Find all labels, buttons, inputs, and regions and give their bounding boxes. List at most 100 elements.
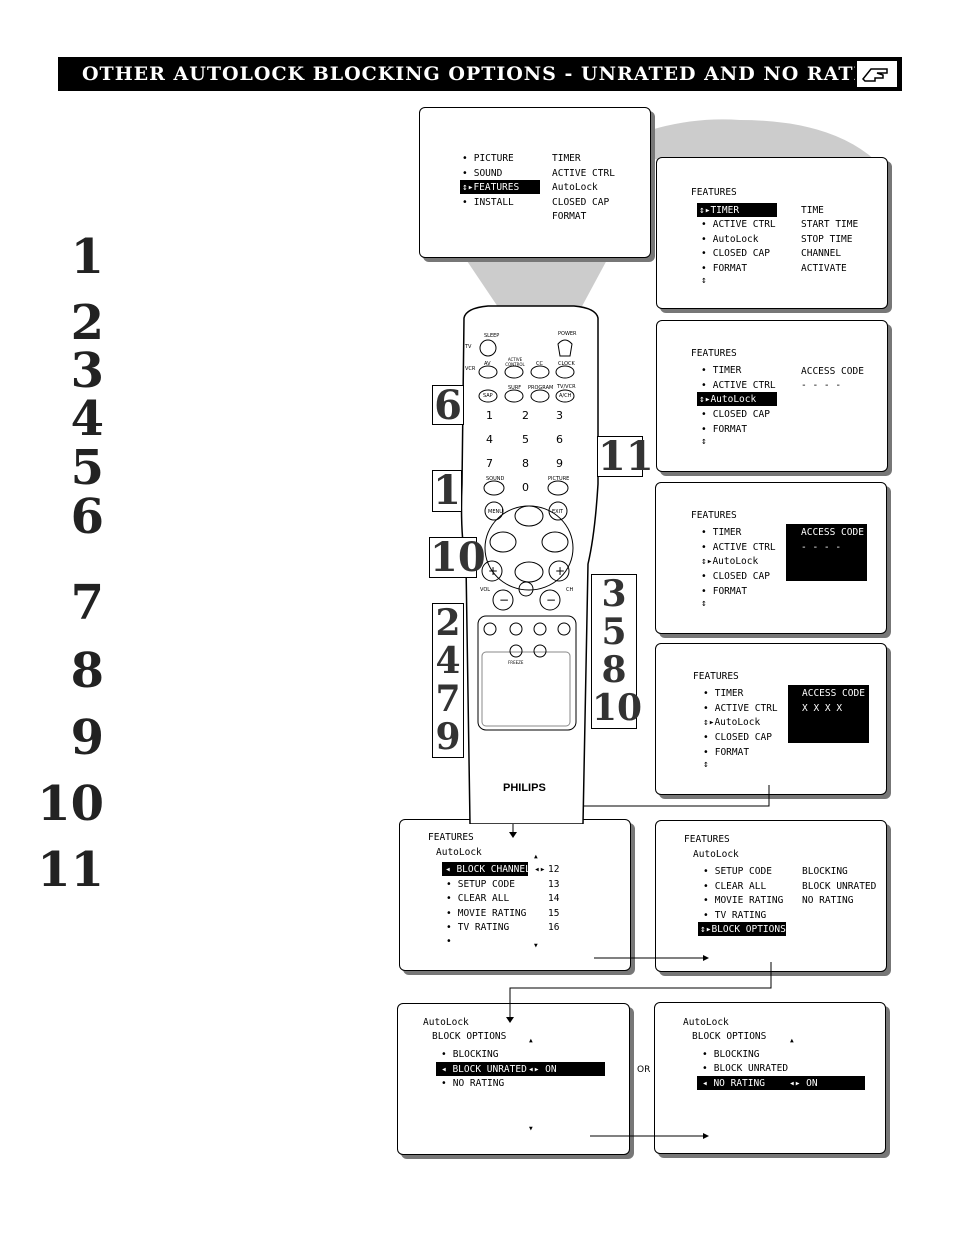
svg-text:+: + [555, 564, 565, 578]
digit-4-button[interactable]: 4 [486, 433, 493, 446]
channel-number: 15 [548, 908, 560, 919]
callout-step: 9 [435, 716, 461, 758]
screen-subtitle: AutoLock [693, 849, 739, 860]
up-arrow-icon: ▴ [789, 1035, 795, 1046]
digit-1-button[interactable]: 1 [486, 409, 493, 422]
option-value: ◂▸ ON [528, 1064, 557, 1075]
menu-item: ACTIVE CTRL [701, 543, 776, 553]
digit-6-button[interactable]: 6 [556, 433, 563, 446]
power-label: POWER [558, 331, 577, 337]
step-number: 3 [70, 343, 104, 399]
callout-step: 7 [435, 678, 461, 720]
tv-screen-features-timer: FEATURES ↕▸TIMER ACTIVE CTRL AutoLock CL… [656, 157, 888, 309]
callout-step: 10 [592, 687, 643, 729]
selection-highlight [460, 180, 540, 194]
menu-item: TIMER [703, 689, 744, 699]
menu-item-selected: ↕▸TIMER [699, 205, 740, 216]
digit-8-button[interactable]: 8 [522, 457, 529, 470]
surf-label: SURF [508, 385, 522, 391]
digit-2-button[interactable]: 2 [522, 409, 529, 422]
screen-title: FEATURES [691, 510, 737, 521]
step-number: 1 [70, 229, 104, 285]
submenu-item: STOP TIME [801, 234, 853, 245]
submenu-item: BLOCKING [802, 866, 848, 877]
picture-label: PICTURE [548, 476, 570, 482]
svg-text:+: + [488, 564, 498, 578]
menu-item: CLEAR ALL [446, 894, 509, 904]
vcr-label: VCR [465, 366, 476, 372]
page-header: OTHER AUTOLOCK BLOCKING OPTIONS - UNRATE… [58, 57, 902, 91]
menu-item-selected: ◂ BLOCK CHANNEL [445, 864, 531, 875]
menu-item-selected: ↕▸AutoLock [703, 717, 761, 728]
step-number: 7 [70, 575, 104, 631]
menu-item: MOVIE RATING [703, 896, 784, 906]
arch-label: A/CH [559, 393, 572, 399]
submenu-item: CHANNEL [801, 248, 842, 259]
step-number: 9 [70, 710, 104, 766]
submenu-item: START TIME [801, 219, 859, 230]
exit-button[interactable]: EXIT [552, 509, 564, 515]
or-label: OR [637, 1065, 651, 1075]
selection-highlight [436, 1062, 605, 1076]
channel-number: 12 [548, 864, 560, 875]
digit-9-button[interactable]: 9 [556, 457, 563, 470]
access-code-value: - - - - [801, 542, 842, 553]
callout-step-group: 2 4 7 9 [432, 603, 464, 758]
up-arrow-icon: ▴ [528, 1035, 534, 1046]
up-arrow-icon: ▴ [533, 851, 539, 862]
selection-highlight [697, 392, 777, 406]
digit-3-button[interactable]: 3 [556, 409, 563, 422]
vol-label: VOL [480, 587, 491, 593]
callout-step: 5 [601, 611, 627, 653]
brand-logo: PHILIPS [503, 782, 546, 794]
callout-step: 3 [601, 573, 627, 615]
callout-step: 11 [597, 433, 654, 480]
menu-item: CLOSED CAP [701, 572, 770, 582]
screen-title: FEATURES [691, 348, 737, 359]
tv-screen-block-unrated: AutoLock BLOCK OPTIONS ▴ BLOCKING ◂ BLOC… [397, 1003, 630, 1155]
menu-item: SETUP CODE [446, 880, 515, 890]
access-code-value: - - - - [801, 380, 842, 391]
callout-step: 6 [432, 385, 464, 426]
menu-item: BLOCKING [702, 1050, 760, 1060]
channel-number: 13 [548, 879, 560, 890]
tv-screen-no-rating: AutoLock BLOCK OPTIONS ▴ BLOCKING BLOCK … [654, 1002, 886, 1154]
step-number: 6 [70, 489, 104, 545]
submenu-item: ACTIVE CTRL [552, 168, 615, 179]
menu-button[interactable]: MENU [488, 509, 503, 515]
submenu-item: ACTIVATE [801, 263, 847, 274]
menu-item: SOUND [462, 169, 503, 179]
submenu-item: BLOCK UNRATED [802, 881, 877, 892]
digit-7-button[interactable]: 7 [486, 457, 493, 470]
access-code-box [786, 524, 867, 581]
callout-step-group: 3 5 8 10 [591, 573, 643, 729]
down-arrow-icon: ▾ [533, 940, 539, 951]
screen-subtitle: BLOCK OPTIONS [432, 1031, 507, 1042]
submenu-item: TIMER [552, 153, 581, 164]
page-title: OTHER AUTOLOCK BLOCKING OPTIONS - UNRATE… [82, 63, 899, 85]
menu-item: CLOSED CAP [701, 249, 770, 259]
tv-screen-features-autolock: FEATURES TIMER ACTIVE CTRL ↕▸AutoLock CL… [656, 320, 888, 472]
left-right-arrows-icon: ◂▸ [534, 864, 546, 875]
menu-item: CLOSED CAP [703, 733, 772, 743]
digit-5-button[interactable]: 5 [522, 433, 529, 446]
submenu-item: FORMAT [552, 211, 587, 222]
submenu-item: AutoLock [552, 182, 598, 193]
digit-0-button[interactable]: 0 [522, 481, 529, 494]
menu-item-selected: ◂ BLOCK UNRATED [441, 1064, 527, 1075]
menu-item: PICTURE [462, 154, 514, 164]
menu-item: AutoLock [701, 235, 759, 245]
scroll-arrows-icon: ↕ [701, 436, 707, 447]
screen-title: FEATURES [691, 187, 737, 198]
access-code-label: ACCESS CODE [802, 688, 865, 699]
tv-label: TV [465, 344, 472, 350]
ch-label: CH [566, 587, 574, 593]
menu-item: SETUP CODE [703, 867, 772, 877]
down-arrow-icon: ▾ [528, 1123, 534, 1134]
menu-item: MOVIE RATING [446, 909, 527, 919]
menu-item: BLOCKING [441, 1050, 499, 1060]
menu-item: FORMAT [701, 264, 747, 274]
callout-step: 1 [432, 467, 462, 514]
av-label: AV [484, 361, 491, 367]
menu-item: TV RATING [703, 911, 766, 921]
